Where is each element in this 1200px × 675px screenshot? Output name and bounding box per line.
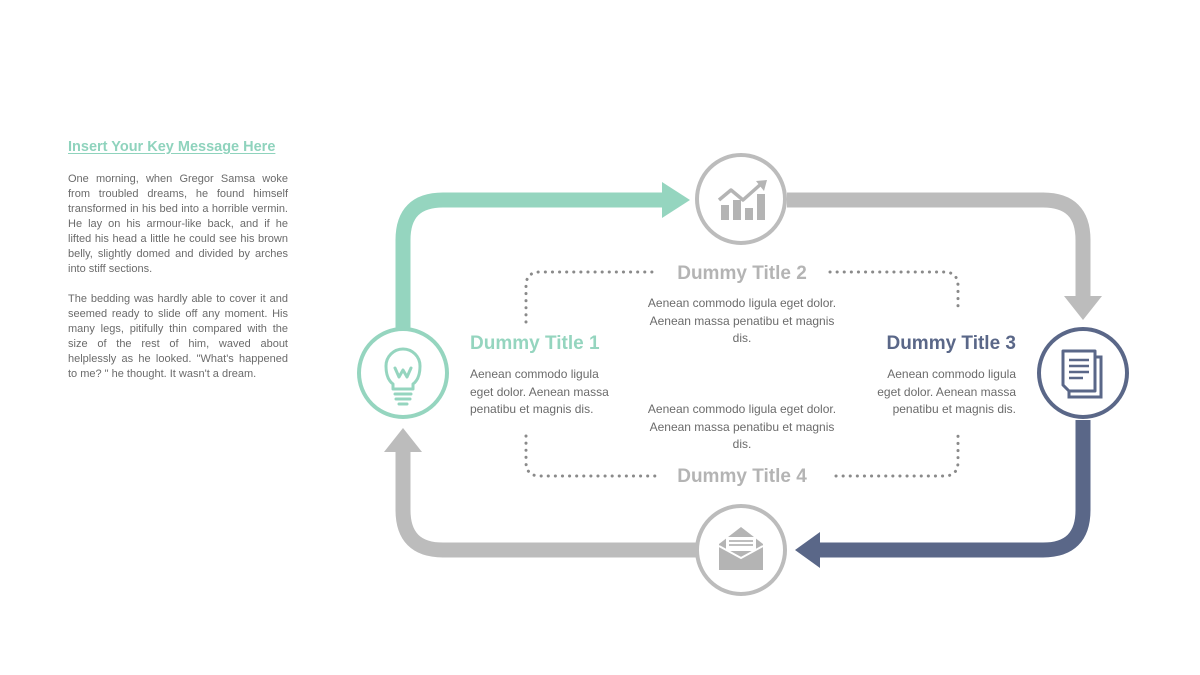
step-3-title: Dummy Title 3 xyxy=(886,333,1016,354)
arrow-gray-top-right xyxy=(787,192,1091,298)
document-icon xyxy=(1061,349,1103,399)
step-1-description: Aenean commodo ligula eget dolor. Aenean… xyxy=(470,367,609,416)
arrow-head-gray-right xyxy=(1064,296,1102,320)
step-2-description: Aenean commodo ligula eget dolor. Aenean… xyxy=(647,296,837,345)
arrow-head-gray-left xyxy=(384,428,422,452)
node-4[interactable] xyxy=(695,504,787,596)
dotted-connector-top-right xyxy=(828,270,960,314)
dotted-connector-top-left xyxy=(524,270,654,324)
arrow-mint-top-left xyxy=(395,192,665,328)
node-3[interactable] xyxy=(1037,327,1129,419)
envelope-icon xyxy=(718,527,764,570)
lightbulb-icon xyxy=(384,347,422,406)
step-4-description: Aenean commodo ligula eget dolor. Aenean… xyxy=(647,402,837,451)
dotted-connector-bottom-right xyxy=(834,428,960,478)
node-2[interactable] xyxy=(695,153,787,245)
arrow-gray-bottom-left xyxy=(395,450,697,558)
arrow-navy-bottom-right xyxy=(815,420,1091,558)
chart-growth-icon xyxy=(717,180,767,220)
dotted-connector-bottom-left xyxy=(524,434,658,478)
key-message-title[interactable]: Insert Your Key Message Here xyxy=(68,139,276,155)
body-paragraph-1: One morning, when Gregor Samsa woke from… xyxy=(68,173,288,275)
step-3-description: Aenean commodo ligula eget dolor. Aenean… xyxy=(877,367,1016,416)
step-4-title: Dummy Title 4 xyxy=(677,466,807,487)
step-1-title: Dummy Title 1 xyxy=(470,333,600,354)
step-2-title: Dummy Title 2 xyxy=(677,263,807,284)
node-1[interactable] xyxy=(357,327,449,419)
arrow-head-mint xyxy=(662,182,690,218)
arrow-head-navy xyxy=(795,532,820,568)
body-paragraph-2: The bedding was hardly able to cover it … xyxy=(68,293,288,380)
